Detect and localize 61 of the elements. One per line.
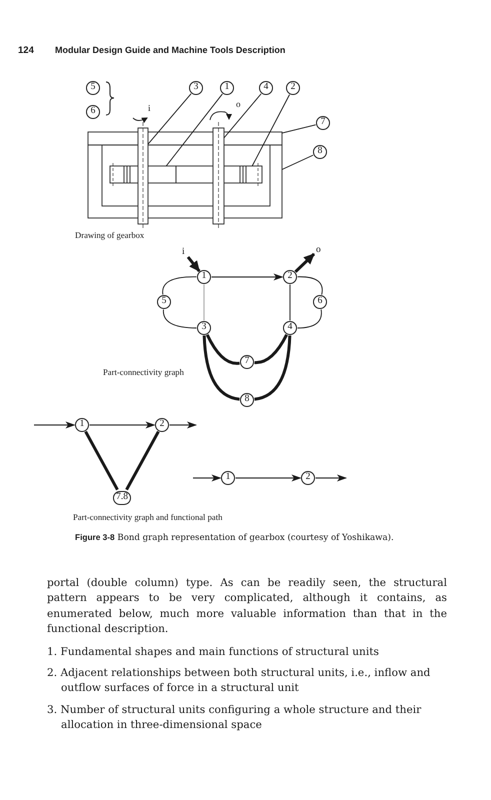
connector — [162, 309, 197, 328]
numbered-circle: 2 — [155, 418, 169, 432]
leader-line — [148, 93, 192, 145]
leader-line — [282, 154, 314, 170]
shaft — [212, 128, 224, 224]
connector — [211, 274, 284, 280]
connector — [254, 334, 288, 364]
running-header: Modular Design Guide and Machine Tools Description — [55, 45, 286, 55]
numbered-circle: 6 — [313, 295, 327, 309]
shaft — [138, 128, 148, 224]
numbered-circle: 3 — [197, 321, 211, 335]
connector — [125, 430, 160, 490]
numbered-circle: 7 — [240, 355, 254, 369]
connector — [297, 276, 323, 296]
connector — [169, 422, 197, 428]
numbered-circle: 4 — [259, 81, 273, 95]
numbered-circle: 6 — [86, 105, 100, 119]
figure-label: Drawing of gearbox — [75, 230, 144, 240]
leader-line — [224, 93, 262, 138]
connector — [315, 474, 347, 482]
connector — [254, 335, 292, 401]
numbered-circle: 2 — [301, 471, 315, 485]
connector — [206, 334, 240, 365]
figure-label: Part-connectivity graph — [103, 367, 184, 377]
connector — [89, 422, 156, 428]
body-paragraph: portal (double column) type. As can be readily seen, the structural pattern appears to be very complicated, although it contains, as enumerated below, much more valuable information than that in the functional description. — [47, 576, 447, 638]
figure-caption: Figure 3-8 Bond graph representation of gearbox (courtesy of Yoshikawa). — [75, 532, 395, 544]
connector — [34, 422, 76, 428]
leader-line — [166, 93, 223, 166]
numbered-circle: 8 — [313, 145, 327, 159]
connector — [84, 430, 119, 490]
leader-line — [282, 124, 316, 134]
numbered-circle: 1 — [220, 81, 234, 95]
connector — [162, 276, 197, 296]
rotation-label: i — [148, 103, 151, 113]
numbered-circle: 5 — [86, 81, 100, 95]
connector — [202, 335, 240, 401]
numbered-circle: 2 — [283, 270, 297, 284]
edge-label: o — [315, 246, 322, 256]
numbered-circle: 3 — [189, 81, 203, 95]
connector — [235, 474, 302, 482]
numbered-circle: 8 — [240, 393, 254, 407]
numbered-circle: 7 — [316, 116, 330, 130]
numbered-circle: 4 — [283, 321, 297, 335]
figure-label: Part-connectivity graph and functional path — [73, 512, 222, 522]
numbered-circle: 5 — [157, 295, 171, 309]
connector — [294, 252, 316, 273]
rotation-label: o — [236, 99, 240, 109]
numbered-circle: 1 — [75, 418, 89, 432]
top-cover — [88, 132, 282, 146]
connector — [297, 308, 322, 328]
leader-line — [252, 94, 290, 166]
connector — [192, 474, 222, 482]
list-item: 2. Adjacent relationships between both structural units, i.e., inflow and outflow surfaces of force in a structural unit — [47, 666, 432, 696]
page-number: 124 — [18, 45, 34, 56]
list-item: 3. Number of structural units configuring a whole structure and their allocation in three-dimensional space — [47, 703, 422, 734]
numbered-circle: 2 — [286, 81, 300, 95]
numbered-circle: 1 — [221, 471, 235, 485]
connector — [186, 256, 200, 272]
numbered-circle: 1 — [197, 270, 211, 284]
list-item: 1. Fundamental shapes and main functions of structural units — [47, 645, 380, 660]
